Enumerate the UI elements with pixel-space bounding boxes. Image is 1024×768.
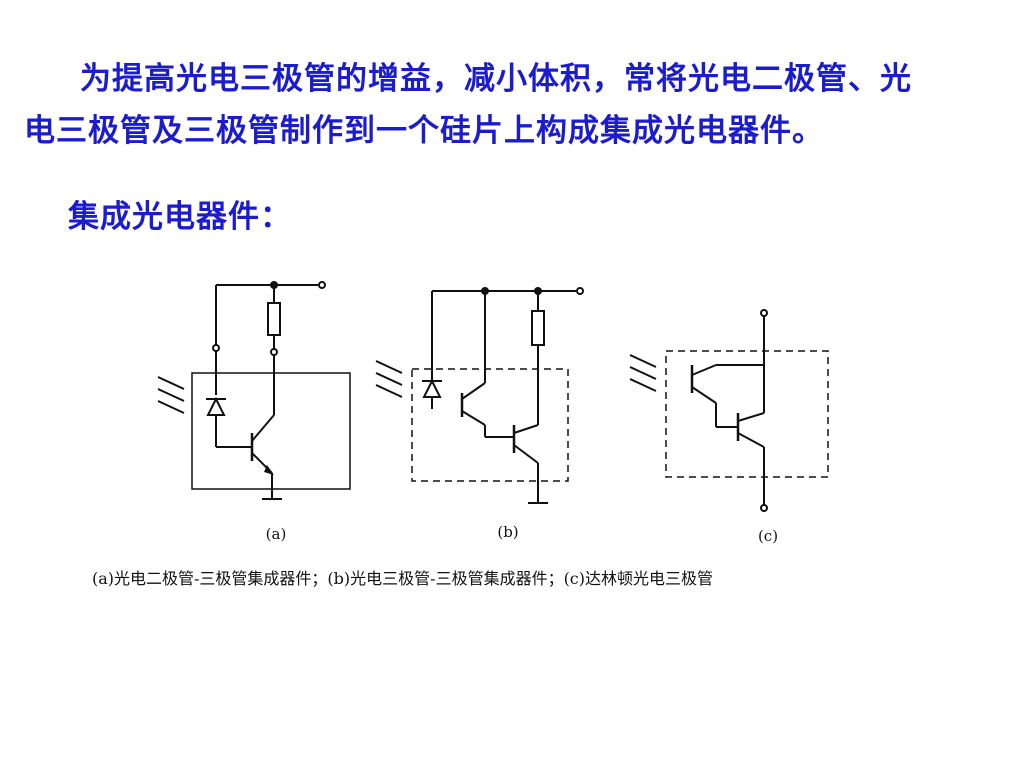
panel-a-light-arrow-1: [157, 376, 185, 390]
panel-a-label: (a): [266, 525, 287, 543]
panel-c-terminal-bottom: [760, 504, 768, 512]
circuit-lines: [157, 281, 829, 512]
panel-b-light-arrow-2: [375, 372, 403, 386]
panel-c-terminal-top: [760, 309, 768, 317]
section-heading: 集成光电器件：: [68, 199, 292, 235]
panel-b-photodiode: [422, 378, 442, 398]
panel-b-light-arrow-1: [375, 360, 403, 374]
panel-a-terminal-top: [318, 281, 326, 289]
panel-b-resistor: [531, 310, 545, 346]
circuit-diagram: (a) (b) (c): [140, 265, 900, 595]
panel-a-terminal-left: [212, 344, 220, 352]
circuit-diagram-svg: (a) (b) (c): [157, 281, 829, 545]
intro-line-2: 电三极管及三极管制作到一个硅片上构成集成光电器件。: [24, 113, 824, 149]
panel-b-light-arrow-3: [375, 384, 403, 398]
diagram-caption: (a)光电二极管-三极管集成器件；(b)光电三极管-三极管集成器件；(c)达林顿…: [92, 569, 714, 588]
panel-a-photodiode: [206, 396, 226, 416]
panel-b-label: (b): [497, 523, 518, 541]
panel-b-circuit: [375, 287, 584, 504]
panel-a-light-arrow-2: [157, 388, 185, 402]
panel-b-box: [411, 368, 569, 482]
panel-a-terminal-right: [270, 348, 278, 356]
intro-line-1: 为提高光电三极管的增益，减小体积，常将光电二极管、光: [80, 61, 912, 97]
panel-c-circuit: [629, 309, 829, 512]
panel-a-resistor: [267, 302, 281, 336]
panel-c-light-arrow-1: [629, 354, 657, 368]
panel-c-box: [665, 350, 829, 478]
panel-a-circuit: [157, 281, 351, 500]
panel-c-label: (c): [758, 527, 778, 545]
panel-c-light-arrow-3: [629, 378, 657, 392]
panel-c-light-arrow-2: [629, 366, 657, 380]
panel-a-light-arrow-3: [157, 400, 185, 414]
panel-b-terminal-top: [576, 287, 584, 295]
